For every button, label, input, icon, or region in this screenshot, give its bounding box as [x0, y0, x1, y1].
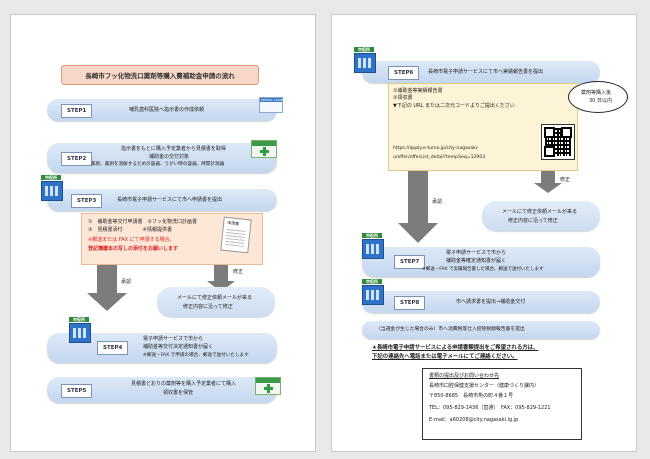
document-icon-lines	[224, 226, 246, 247]
contact-email[interactable]: E-mail：a60208@city.nagasaki.lg.jp	[429, 417, 519, 423]
report-documents-line3: ▼下記の URL または二次元コードよりご提出ください	[393, 103, 515, 109]
step5-text1: 見積書どおりの薬剤等を購入予定業者にて購入	[131, 381, 237, 387]
revise-label: 修正	[233, 269, 244, 275]
step6-text: 長崎市電子申請サービスにて市へ実績報告書を提出	[428, 69, 544, 75]
documents-line2: ③ 見積書添付 ④情報提供書	[88, 227, 172, 233]
city-hall-sign-5: 市役所	[362, 279, 382, 284]
deadline-line2: 30 日以内	[589, 98, 612, 104]
city-hall-icon-3	[354, 53, 376, 73]
pharmacy-cross-icon-2	[264, 384, 273, 393]
qr-code-icon	[541, 124, 575, 160]
report-documents-box: ①補助金等実績報告書 ②領収書 ▼下記の URL または二次元コードよりご提出く…	[388, 83, 578, 171]
step8-label: STEP8	[394, 296, 426, 310]
revision-mail-2-line2: 修正内容に沿って修正	[508, 218, 558, 224]
city-hall-icon	[41, 181, 63, 201]
step4-text1: 電子申請サービスで市から	[143, 336, 204, 342]
page-title: 長崎市フッ化物洗口薬剤等購入費補助金申請の流れ	[85, 72, 235, 80]
step5-text2: 領収書を保管	[163, 390, 194, 396]
revision-mail-line2: 修正内容に沿って修正	[183, 304, 233, 310]
step8-text: 市へ請求書を提出→補助金交付	[456, 299, 526, 305]
approve-label-2: 承認	[432, 199, 443, 205]
approve-arrow-head	[87, 293, 127, 311]
step2-label: STEP2	[61, 152, 93, 166]
clinic-sign: DENTAL CLINIC	[261, 98, 284, 102]
qr-finder-tr	[561, 127, 572, 138]
city-hall-sign: 市役所	[41, 175, 61, 180]
city-hall-icon-4	[362, 239, 384, 259]
report-documents-line1: ①補助金等実績報告書	[393, 88, 443, 94]
pharmacy-icon-2	[255, 377, 281, 395]
qr-finder-bl	[544, 146, 555, 157]
qr-finder-tl	[544, 127, 555, 138]
step7-text1: 電子申請サービスで市から	[446, 250, 507, 256]
step2-text2: 補助金の交付対象	[149, 154, 190, 160]
extra-step-bar	[362, 321, 600, 339]
contact-line3: TEL：095-829-1436（直通） FAX：095-829-1221	[429, 405, 551, 411]
city-hall-sign-3: 市役所	[354, 47, 374, 52]
revise-arrow-shaft	[214, 265, 228, 281]
approve-arrow-shaft-2	[408, 171, 428, 223]
page-left: 長崎市フッ化物洗口薬剤等購入費補助金申請の流れ STEP1 哺乳歯科医院へ指示書…	[10, 14, 316, 452]
step3-text: 長崎市電子申請サービスにて市へ申請書を提出	[117, 197, 223, 203]
city-hall-sign-2: 市役所	[69, 317, 89, 322]
revision-mail-box-2: メールにて修正依頼メールが来る 修正内容に沿って修正	[482, 201, 600, 231]
contact-box: 書類の提出及びお問い合わせ先 長崎市口腔保健支援センター（健康づくり課内） 〒8…	[422, 368, 582, 440]
revision-mail-2-line1: メールにて修正依頼メールが来る	[502, 209, 578, 215]
contact-title: 書類の提出及びお問い合わせ先	[429, 373, 500, 379]
revise-label-2: 修正	[560, 177, 571, 183]
step6-label: STEP6	[388, 66, 420, 80]
step1-text: 哺乳歯科医院へ指示書の作成依頼	[129, 107, 205, 113]
approve-arrow-shaft	[97, 265, 117, 293]
notice-line2: 下記の連絡先へ電話または電子メールにてご連絡ください。	[372, 354, 518, 360]
step7-text2: 補助金等確定通知書が届く	[446, 258, 507, 264]
step3-label: STEP3	[71, 194, 103, 208]
step1-bar	[47, 99, 277, 121]
step7-text3: ※郵送・FAX で実績報告書した場合、郵送で送付いたします	[422, 267, 544, 272]
step4-text2: 補助金等交付決定通知書が届く	[143, 344, 214, 350]
documents-box: ① 補助金等交付申請書 ②フッ化物洗口計画書 ③ 見積書添付 ④情報提供書 ※郵…	[81, 213, 263, 265]
step7-label: STEP7	[394, 255, 426, 269]
documents-note2: 登記簿謄本の写しの添付をお願いします	[88, 246, 179, 252]
document-icon: 申請書	[220, 216, 252, 254]
step6-bar	[362, 61, 600, 83]
report-url-line2[interactable]: u/offer/offerList_detail?tempSeq=12903	[393, 155, 486, 160]
report-url-line1[interactable]: https://apply.e-tumo.jp/city-nagasaki-	[393, 146, 479, 151]
city-hall-sign-4: 市役所	[362, 233, 382, 238]
documents-note1: ※郵送または FAX にて申請する場合、	[88, 237, 175, 243]
step4-text3: ※郵送・FAX で申請の場合、郵送で送付いたします	[143, 353, 249, 358]
revise-arrow-head	[207, 281, 235, 292]
step1-label: STEP1	[61, 104, 93, 118]
pharmacy-icon	[251, 140, 277, 158]
step4-label: STEP4	[97, 341, 129, 355]
contact-line1: 長崎市口腔保健支援センター（健康づくり課内）	[429, 383, 540, 389]
step2-text3: 薬剤、薬剤を溶解するための容器、うがい時の容器、時間計測器	[91, 162, 225, 167]
approve-arrow-head-2	[398, 223, 438, 243]
revision-mail-box: メールにて修正依頼メールが来る 修正内容に沿って修正	[157, 287, 275, 317]
approve-label: 承認	[121, 279, 132, 285]
dental-clinic-icon: DENTAL CLINIC	[259, 97, 284, 113]
document-icon-label: 申請書	[226, 220, 240, 227]
city-hall-icon-5	[362, 285, 384, 305]
pharmacy-cross-icon	[260, 147, 269, 156]
documents-line1: ① 補助金等交付申請書 ②フッ化物洗口計画書	[88, 219, 197, 225]
page-right: 市役所 STEP6 長崎市電子申請サービスにて市へ実績報告書を提出 ①補助金等実…	[331, 14, 637, 452]
deadline-bubble: 薬剤等購入後 30 日以内	[568, 81, 628, 113]
revise-arrow-shaft-2	[541, 171, 555, 183]
page-title-box: 長崎市フッ化物洗口薬剤等購入費補助金申請の流れ	[61, 65, 259, 85]
contact-line2: 〒850-8685 長崎市魚の町４番１号	[429, 393, 514, 399]
step2-text1: 指示書をもとに購入予定業者から見積書を取得	[121, 146, 226, 152]
step5-label: STEP5	[61, 384, 93, 398]
report-documents-line2: ②領収書	[393, 95, 413, 101]
revision-mail-line1: メールにて修正依頼メールが来る	[177, 295, 253, 301]
extra-step-text: （当選金が生じた場合のみ）市へ消費税等仕入控除税額報告書を提出	[376, 327, 525, 332]
deadline-line1: 薬剤等購入後	[581, 90, 612, 96]
revise-arrow-head-2	[534, 183, 562, 193]
notice-line1: ★長崎市電子申請サービスによる申請書類提出をご希望される方は、	[372, 345, 539, 351]
city-hall-icon-2	[69, 323, 91, 343]
step3-bar	[47, 189, 277, 211]
